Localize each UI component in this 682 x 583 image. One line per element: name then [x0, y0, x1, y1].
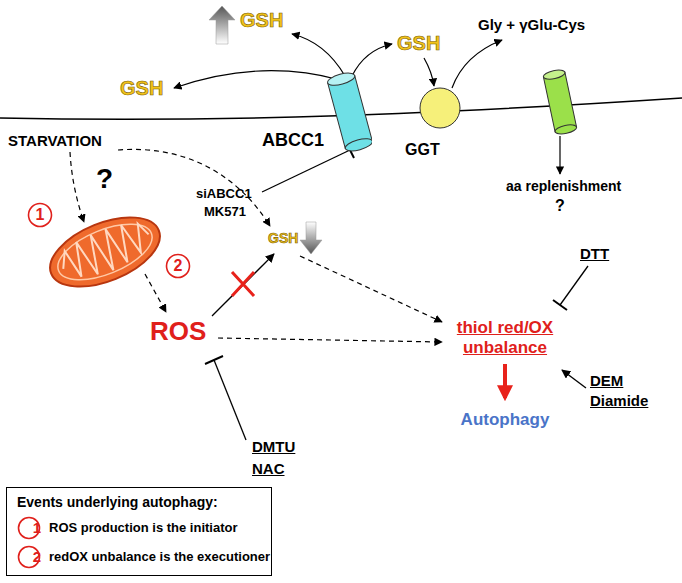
mitochondrion — [40, 203, 169, 300]
step-number: 2 — [165, 253, 191, 279]
dashed-arrow — [218, 338, 442, 342]
ggt-circle — [405, 86, 467, 136]
mitochondrion-inner — [50, 213, 159, 291]
legend-row: 2redOX unbalance is the executioner — [17, 545, 261, 569]
state-label: thiol red/OX unbalance — [430, 318, 580, 359]
step-circle: 1 — [27, 202, 53, 228]
reagent-label: DTT — [580, 245, 609, 263]
aa-transporter — [543, 72, 576, 131]
blocked-arrow — [212, 254, 274, 316]
dashed-arrow — [70, 152, 84, 222]
abcc1-cylinder — [344, 136, 372, 153]
ros-label: ROS — [150, 316, 206, 347]
uptake-arrow — [559, 136, 560, 174]
question-mark: ? — [96, 162, 113, 196]
aa-transporter — [554, 123, 577, 135]
gsh-label: GSH — [240, 8, 283, 32]
red-arrow — [503, 364, 507, 398]
dashed-arrow — [145, 274, 166, 312]
dashed-arrow — [118, 149, 270, 226]
abcc1-cylinder — [326, 71, 356, 88]
reagent-label: NAC — [252, 460, 285, 478]
abcc1-transporter: ABCC1 — [262, 70, 372, 156]
step-circle: 1 — [17, 516, 41, 540]
ggt-circle — [420, 88, 460, 128]
step-number: 1 — [27, 202, 53, 228]
ggt-arrow — [424, 58, 434, 86]
inhibitor-label: siABCC1 — [196, 186, 252, 202]
ggt-arrow — [452, 40, 502, 88]
aa-transporter — [543, 68, 566, 80]
inhibition-line — [214, 360, 246, 440]
abcc1-cylinder — [328, 76, 372, 149]
efflux-arrow — [352, 44, 392, 76]
gsh-label: GSH — [397, 31, 440, 55]
efflux-arrow — [174, 71, 340, 88]
outcome-label: Autophagy — [430, 410, 580, 430]
ggt-enzyme: GGT — [405, 86, 467, 162]
stimulus-label: STARVATION — [8, 132, 102, 150]
step-circle: 2 — [165, 253, 191, 279]
inhibition-line — [560, 266, 588, 305]
reagent-label: DMTU — [252, 438, 295, 456]
induce-arrow — [562, 370, 586, 388]
dashed-arrow — [300, 256, 442, 322]
gsh-label: GSH — [120, 76, 163, 100]
red-cross — [232, 272, 254, 296]
inhibition-bar — [205, 356, 223, 364]
inhibitor-label: MK571 — [204, 204, 246, 220]
decrease-arrow — [300, 222, 322, 254]
legend-box: Events underlying autophagy:1ROS product… — [6, 487, 272, 576]
legend-row: 1ROS production is the initiator — [17, 516, 261, 540]
reagent-label: DEM — [590, 372, 623, 390]
legend-item: ROS production is the initiator — [49, 520, 238, 536]
enzyme-label: GGT — [405, 140, 440, 159]
cristae — [55, 215, 156, 287]
process-label: aa replenishment — [506, 178, 621, 195]
aa-transporter — [543, 68, 578, 135]
product-label: Gly + γGlu-Cys — [478, 16, 585, 34]
increase-arrow — [209, 6, 235, 44]
question-mark: ? — [555, 196, 565, 215]
inhibition-bar — [553, 300, 567, 310]
gsh-label: GSH — [268, 230, 298, 247]
abcc1-cylinder — [326, 71, 372, 154]
step-number: 2 — [25, 545, 49, 569]
step-circle: 2 — [17, 545, 41, 569]
transporter-label: ABCC1 — [262, 130, 324, 152]
legend-title: Events underlying autophagy: — [17, 494, 261, 511]
legend-item: redOX unbalance is the executioner — [49, 549, 270, 565]
mitochondrion — [40, 203, 169, 300]
step-number: 1 — [25, 516, 49, 540]
efflux-arrow — [292, 34, 345, 76]
inhibition-line — [262, 150, 350, 192]
reagent-label: Diamide — [590, 392, 648, 410]
